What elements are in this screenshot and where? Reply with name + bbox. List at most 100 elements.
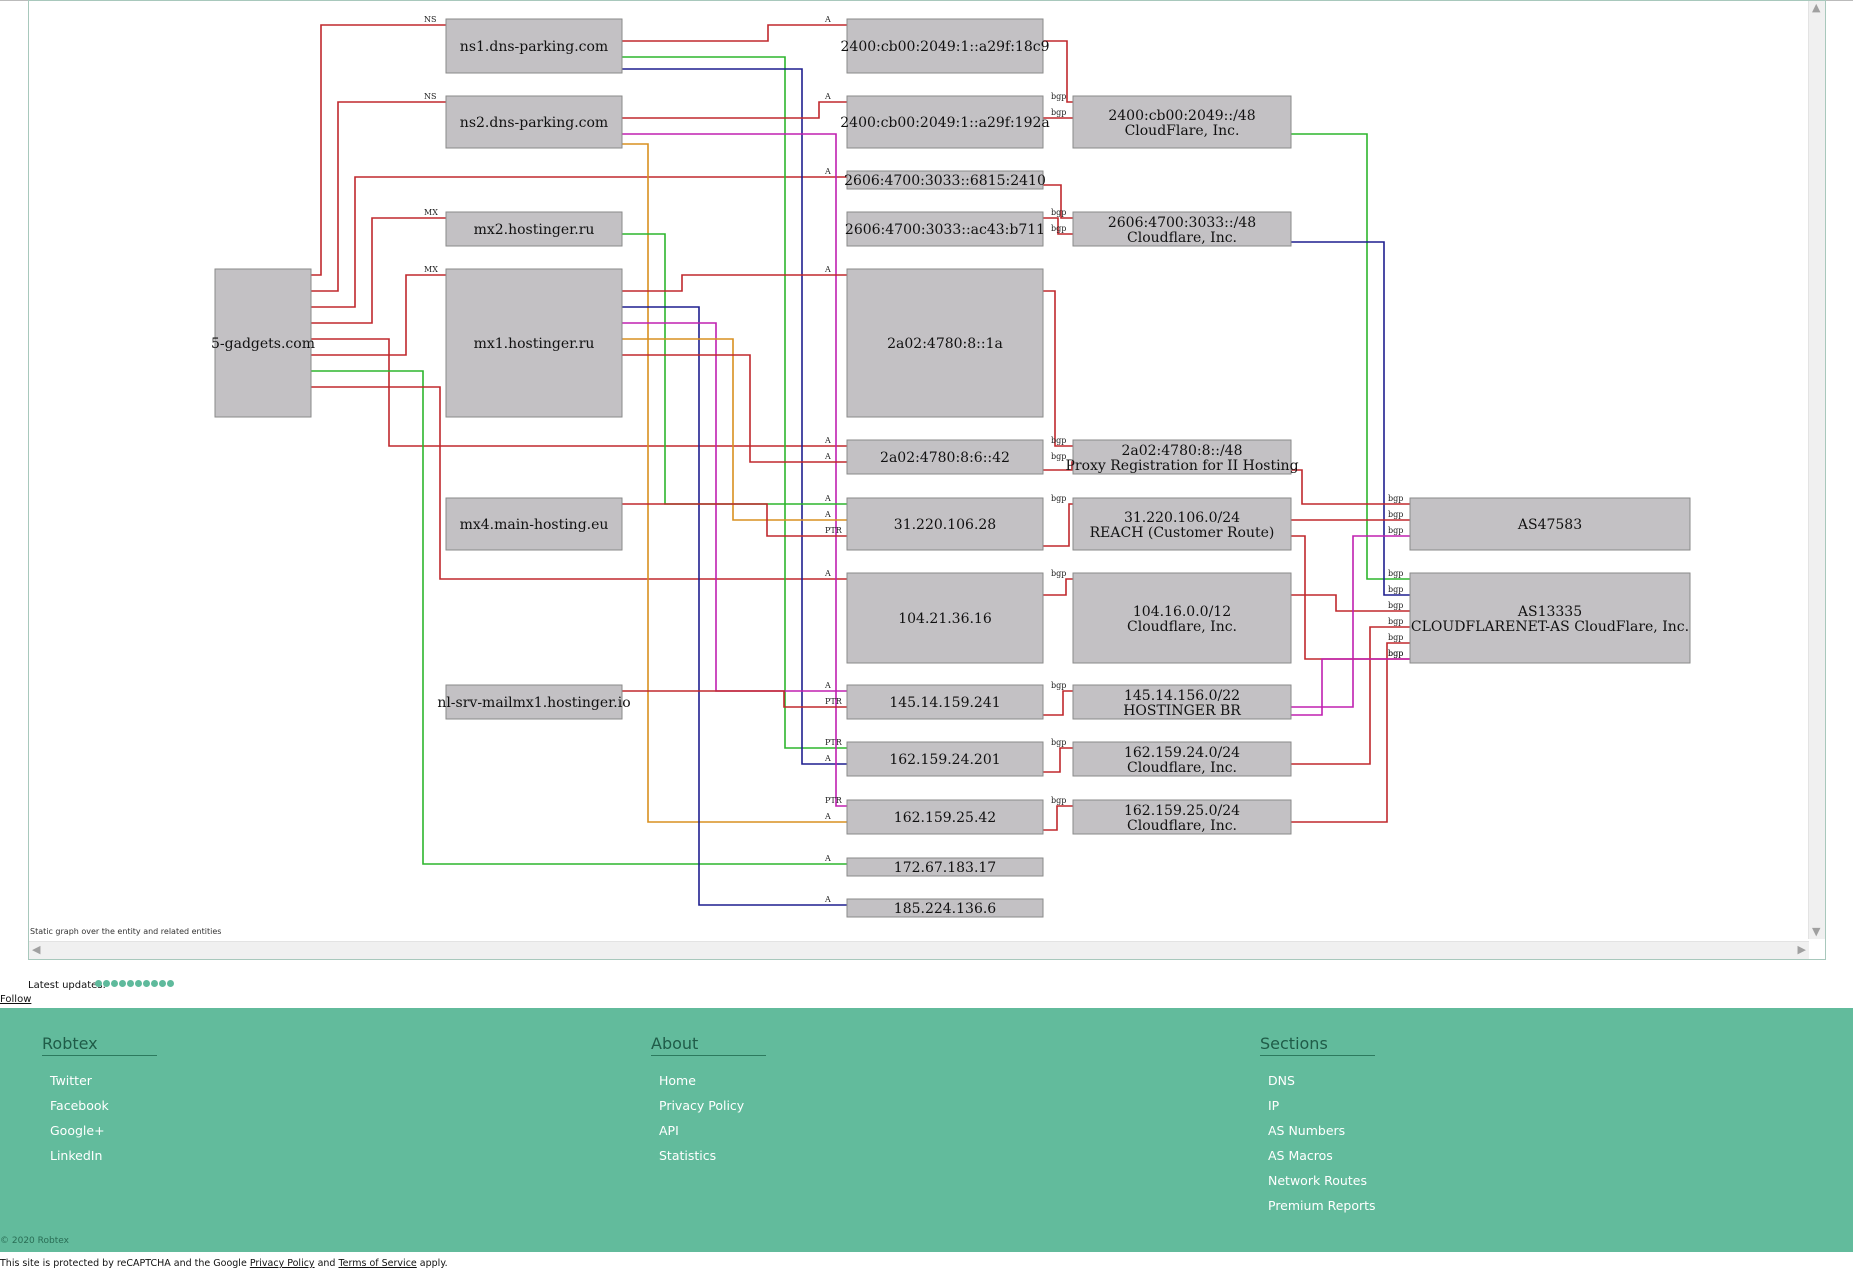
footer-link-statistics[interactable]: Statistics <box>659 1148 717 1163</box>
graph-node-ip4[interactable]: 2606:4700:3033::ac43:b711 <box>845 211 1045 247</box>
scroll-up-icon[interactable]: ▲ <box>1812 1 1821 14</box>
graph-node-box[interactable] <box>1072 799 1292 835</box>
graph-node-box[interactable] <box>445 684 623 720</box>
latest-updates-dots[interactable] <box>95 980 174 987</box>
footer-link-linkedin[interactable]: LinkedIn <box>50 1148 103 1163</box>
update-dot[interactable] <box>111 980 118 987</box>
graph-node-ns2[interactable]: ns2.dns-parking.com <box>445 95 623 149</box>
graph-node-box[interactable] <box>846 799 1044 835</box>
graph-node-box[interactable] <box>1072 439 1292 475</box>
graph-node-box[interactable] <box>846 18 1044 74</box>
update-dot[interactable] <box>103 980 110 987</box>
graph-node-box[interactable] <box>846 170 1044 190</box>
graph-node-box[interactable] <box>1072 741 1292 777</box>
entity-graph[interactable]: NSNSAMXAMXAAAPTRAAPTRAAAAAAAPTRPTRbgpbgp… <box>29 1 1825 959</box>
graph-node-label: ns2.dns-parking.com <box>460 115 608 131</box>
graph-node-box[interactable] <box>1072 572 1292 664</box>
privacy-policy-link[interactable]: Privacy Policy <box>249 1258 315 1269</box>
graph-node-gadgets[interactable]: 5-gadgets.com <box>211 268 315 418</box>
scroll-down-icon[interactable]: ▼ <box>1812 925 1821 938</box>
graph-node-ip13[interactable]: 185.224.136.6 <box>846 898 1044 918</box>
graph-node-ip9[interactable]: 145.14.159.241 <box>846 684 1044 720</box>
update-dot[interactable] <box>135 980 142 987</box>
footer-link-ip[interactable]: IP <box>1268 1098 1280 1113</box>
graph-node-box[interactable] <box>1072 211 1292 247</box>
graph-node-box[interactable] <box>846 898 1044 918</box>
footer-link-as-numbers[interactable]: AS Numbers <box>1268 1123 1346 1138</box>
graph-node-nlsrv[interactable]: nl-srv-mailmx1.hostinger.io <box>437 684 631 720</box>
graph-node-box[interactable] <box>214 268 312 418</box>
graph-node-ip2[interactable]: 2400:cb00:2049:1::a29f:192a <box>840 95 1050 149</box>
footer-link-api[interactable]: API <box>659 1123 679 1138</box>
footer-link-dns[interactable]: DNS <box>1268 1073 1295 1088</box>
graph-node-box[interactable] <box>846 497 1044 551</box>
footer-link-as-macros[interactable]: AS Macros <box>1268 1148 1333 1163</box>
graph-node-ip1[interactable]: 2400:cb00:2049:1::a29f:18c9 <box>841 18 1050 74</box>
graph-node-ip6[interactable]: 2a02:4780:8:6::42 <box>846 439 1044 475</box>
graph-node-ip7[interactable]: 31.220.106.28 <box>846 497 1044 551</box>
graph-node-box[interactable] <box>445 211 623 247</box>
update-dot[interactable] <box>95 980 102 987</box>
graph-node-ns1[interactable]: ns1.dns-parking.com <box>445 18 623 74</box>
graph-node-box[interactable] <box>1409 572 1691 664</box>
footer-link-premium-reports[interactable]: Premium Reports <box>1268 1198 1376 1213</box>
horizontal-scrollbar[interactable]: ◀ ▶ <box>29 941 1809 959</box>
graph-node-ip8[interactable]: 104.21.36.16 <box>846 572 1044 664</box>
graph-node-box[interactable] <box>846 268 1044 418</box>
footer-link-privacy-policy[interactable]: Privacy Policy <box>659 1098 745 1113</box>
follow-link[interactable]: Follow <box>0 994 32 1005</box>
update-dot[interactable] <box>159 980 166 987</box>
graph-node-box[interactable] <box>1072 95 1292 149</box>
graph-edge-label: A <box>824 854 831 863</box>
update-dot[interactable] <box>151 980 158 987</box>
graph-node-box[interactable] <box>1072 497 1292 551</box>
graph-node-box[interactable] <box>1409 497 1691 551</box>
graph-edge-label: bgp <box>1388 494 1403 503</box>
footer-link-home[interactable]: Home <box>659 1073 696 1088</box>
graph-node-as1[interactable]: AS47583 <box>1409 497 1691 551</box>
graph-node-label: 2a02:4780:8::/48 <box>1121 443 1242 459</box>
graph-node-box[interactable] <box>846 211 1044 247</box>
graph-node-ip10[interactable]: 162.159.24.201 <box>846 741 1044 777</box>
graph-node-box[interactable] <box>445 497 623 551</box>
graph-node-mx4[interactable]: mx4.main-hosting.eu <box>445 497 623 551</box>
update-dot[interactable] <box>127 980 134 987</box>
update-dot[interactable] <box>167 980 174 987</box>
graph-node-ip11[interactable]: 162.159.25.42 <box>846 799 1044 835</box>
graph-node-box[interactable] <box>445 95 623 149</box>
graph-node-box[interactable] <box>846 572 1044 664</box>
graph-node-box[interactable] <box>846 439 1044 475</box>
graph-node-box[interactable] <box>1072 684 1292 720</box>
scroll-right-icon[interactable]: ▶ <box>1797 943 1806 956</box>
vertical-scrollbar[interactable]: ▲ ▼ <box>1808 1 1825 939</box>
footer-link-network-routes[interactable]: Network Routes <box>1268 1173 1367 1188</box>
graph-node-mx1[interactable]: mx1.hostinger.ru <box>445 268 623 418</box>
scroll-left-icon[interactable]: ◀ <box>32 943 41 956</box>
update-dot[interactable] <box>143 980 150 987</box>
graph-node-box[interactable] <box>846 95 1044 149</box>
footer-link-twitter[interactable]: Twitter <box>50 1073 92 1088</box>
graph-node-box[interactable] <box>846 741 1044 777</box>
footer-link-googleplus[interactable]: Google+ <box>50 1123 105 1138</box>
terms-of-service-link[interactable]: Terms of Service <box>338 1258 417 1269</box>
graph-node-ip5[interactable]: 2a02:4780:8::1a <box>846 268 1044 418</box>
update-dot[interactable] <box>119 980 126 987</box>
graph-node-mx2[interactable]: mx2.hostinger.ru <box>445 211 623 247</box>
footer-link-facebook[interactable]: Facebook <box>50 1098 109 1113</box>
graph-node-box[interactable] <box>846 857 1044 877</box>
graph-node-ip3[interactable]: 2606:4700:3033::6815:2410 <box>844 170 1046 190</box>
graph-node-box[interactable] <box>846 684 1044 720</box>
graph-node-box[interactable] <box>445 268 623 418</box>
graph-node-ip12[interactable]: 172.67.183.17 <box>846 857 1044 877</box>
graph-node-box[interactable] <box>445 18 623 74</box>
